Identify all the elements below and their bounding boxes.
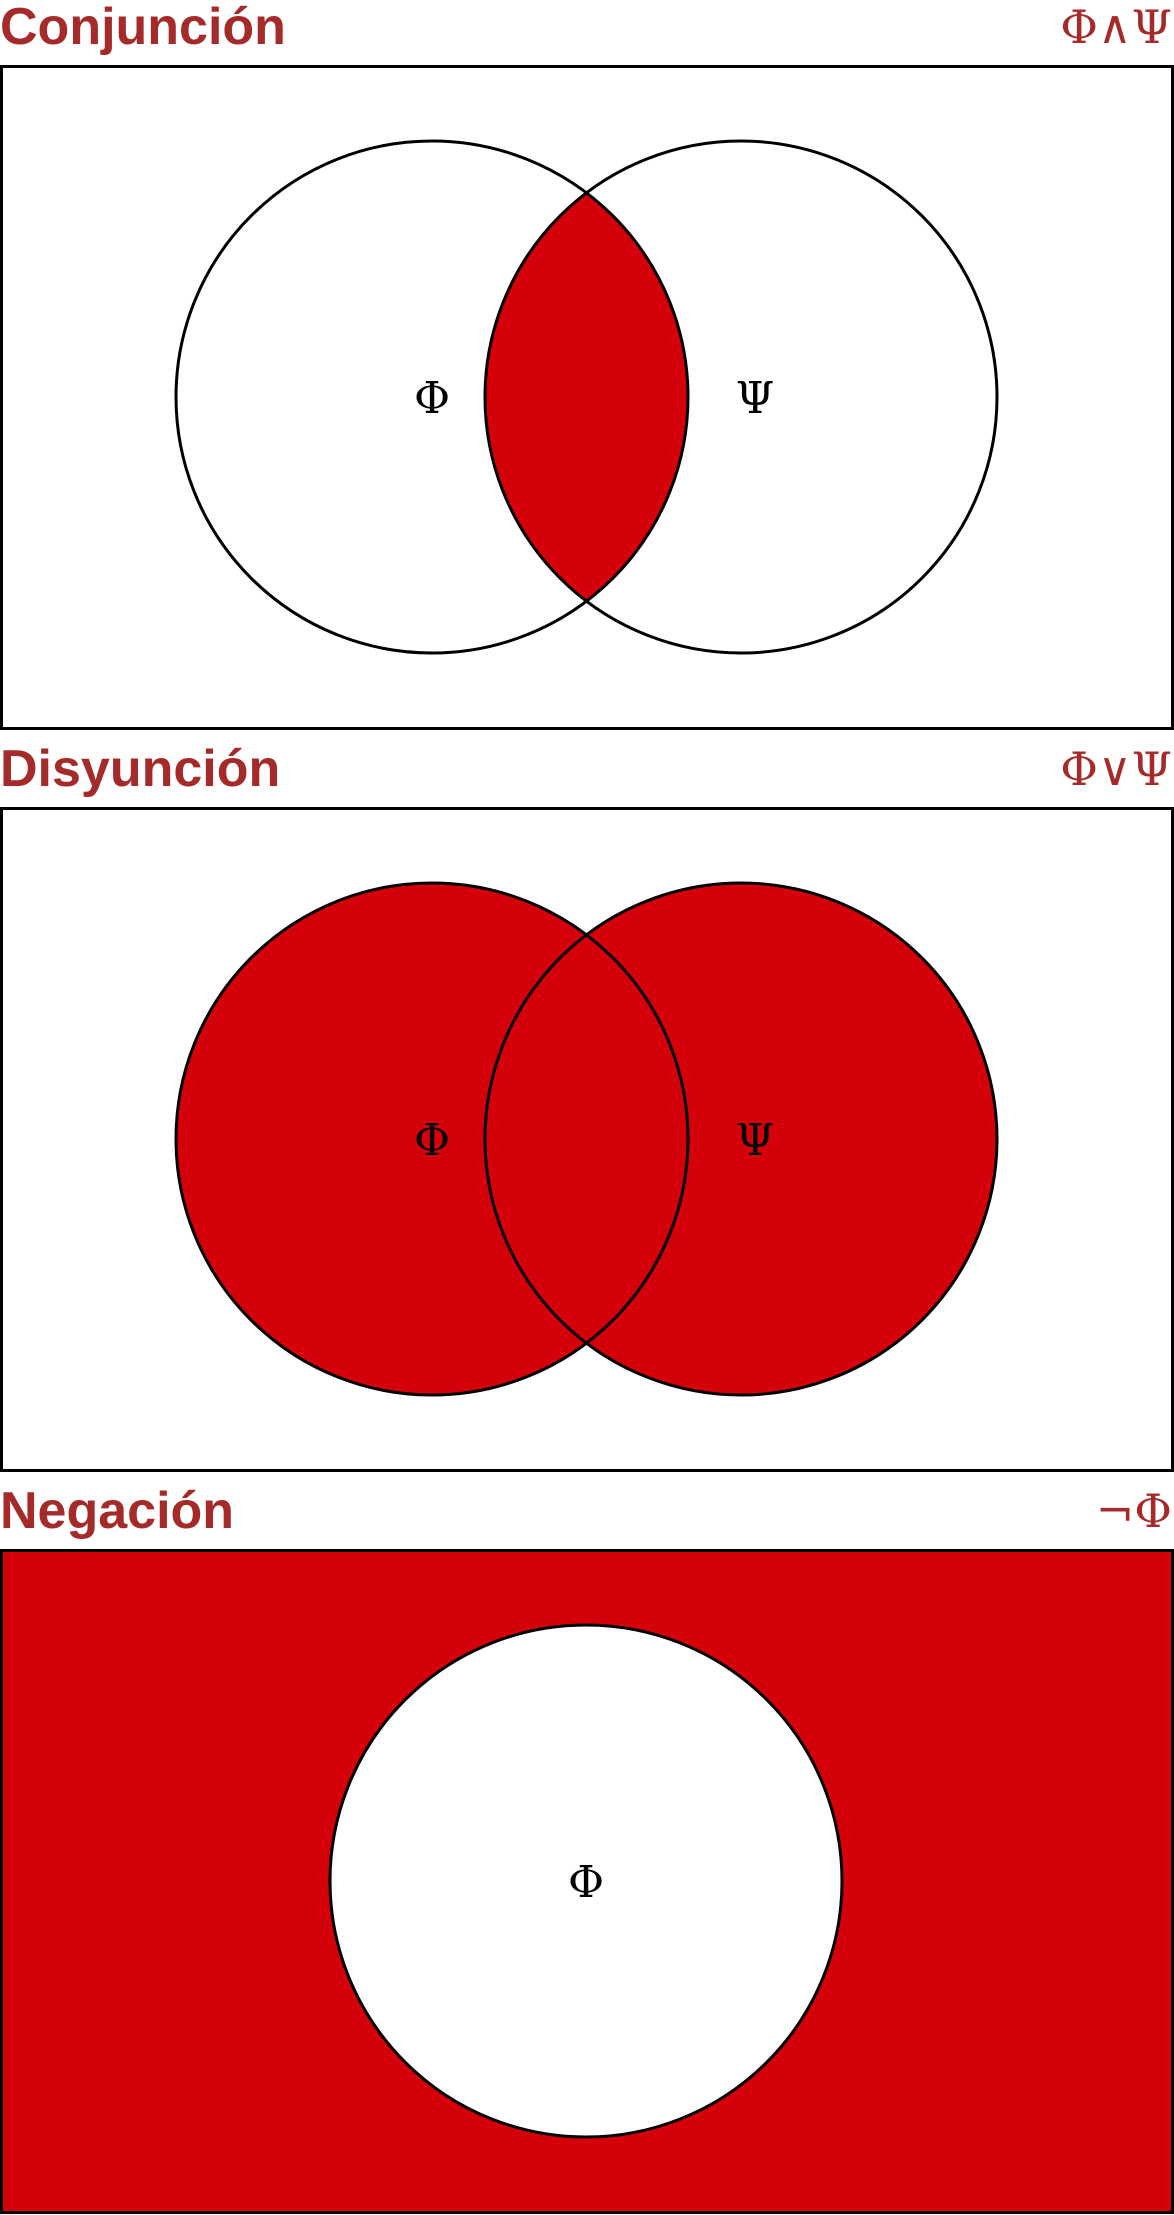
section-formula: Φ∨Ψ <box>1060 742 1172 796</box>
section-title: Disyunción <box>0 740 281 798</box>
disjunction-section: Disyunción Φ∨Ψ Φ Ψ <box>0 742 1174 1477</box>
section-title: Conjunción <box>0 0 286 56</box>
venn-diagram: Φ Ψ <box>0 807 1174 1472</box>
set-psi-label: Ψ <box>736 1115 775 1166</box>
set-phi-circle <box>174 139 690 655</box>
section-title: Negación <box>0 1482 235 1540</box>
set-phi-label: Φ <box>414 1115 450 1166</box>
set-phi-circle <box>174 881 690 1397</box>
negation-section: Negación ¬Φ Φ <box>0 1484 1174 2215</box>
venn-diagram: Φ <box>0 1549 1174 2214</box>
set-phi-label: Φ <box>414 373 450 424</box>
set-psi-circle <box>483 881 999 1397</box>
venn-panel-disjunction: Φ Ψ <box>0 807 1174 1472</box>
venn-panel-negation: Φ <box>0 1549 1174 2214</box>
venn-panel-conjunction: Φ Ψ <box>0 65 1174 730</box>
set-phi-label: Φ <box>568 1857 604 1908</box>
set-phi-circle <box>328 1623 844 2139</box>
conjunction-section: Conjunción Φ∧Ψ Φ Ψ <box>0 0 1174 735</box>
intersection-region <box>485 141 688 653</box>
union-region-psi <box>485 883 997 1395</box>
section-formula: Φ∧Ψ <box>1060 0 1172 54</box>
venn-diagram: Φ Ψ <box>0 65 1174 730</box>
set-psi-label: Ψ <box>736 373 775 424</box>
set-psi-circle <box>483 139 999 655</box>
section-formula: ¬Φ <box>1095 1484 1172 1538</box>
